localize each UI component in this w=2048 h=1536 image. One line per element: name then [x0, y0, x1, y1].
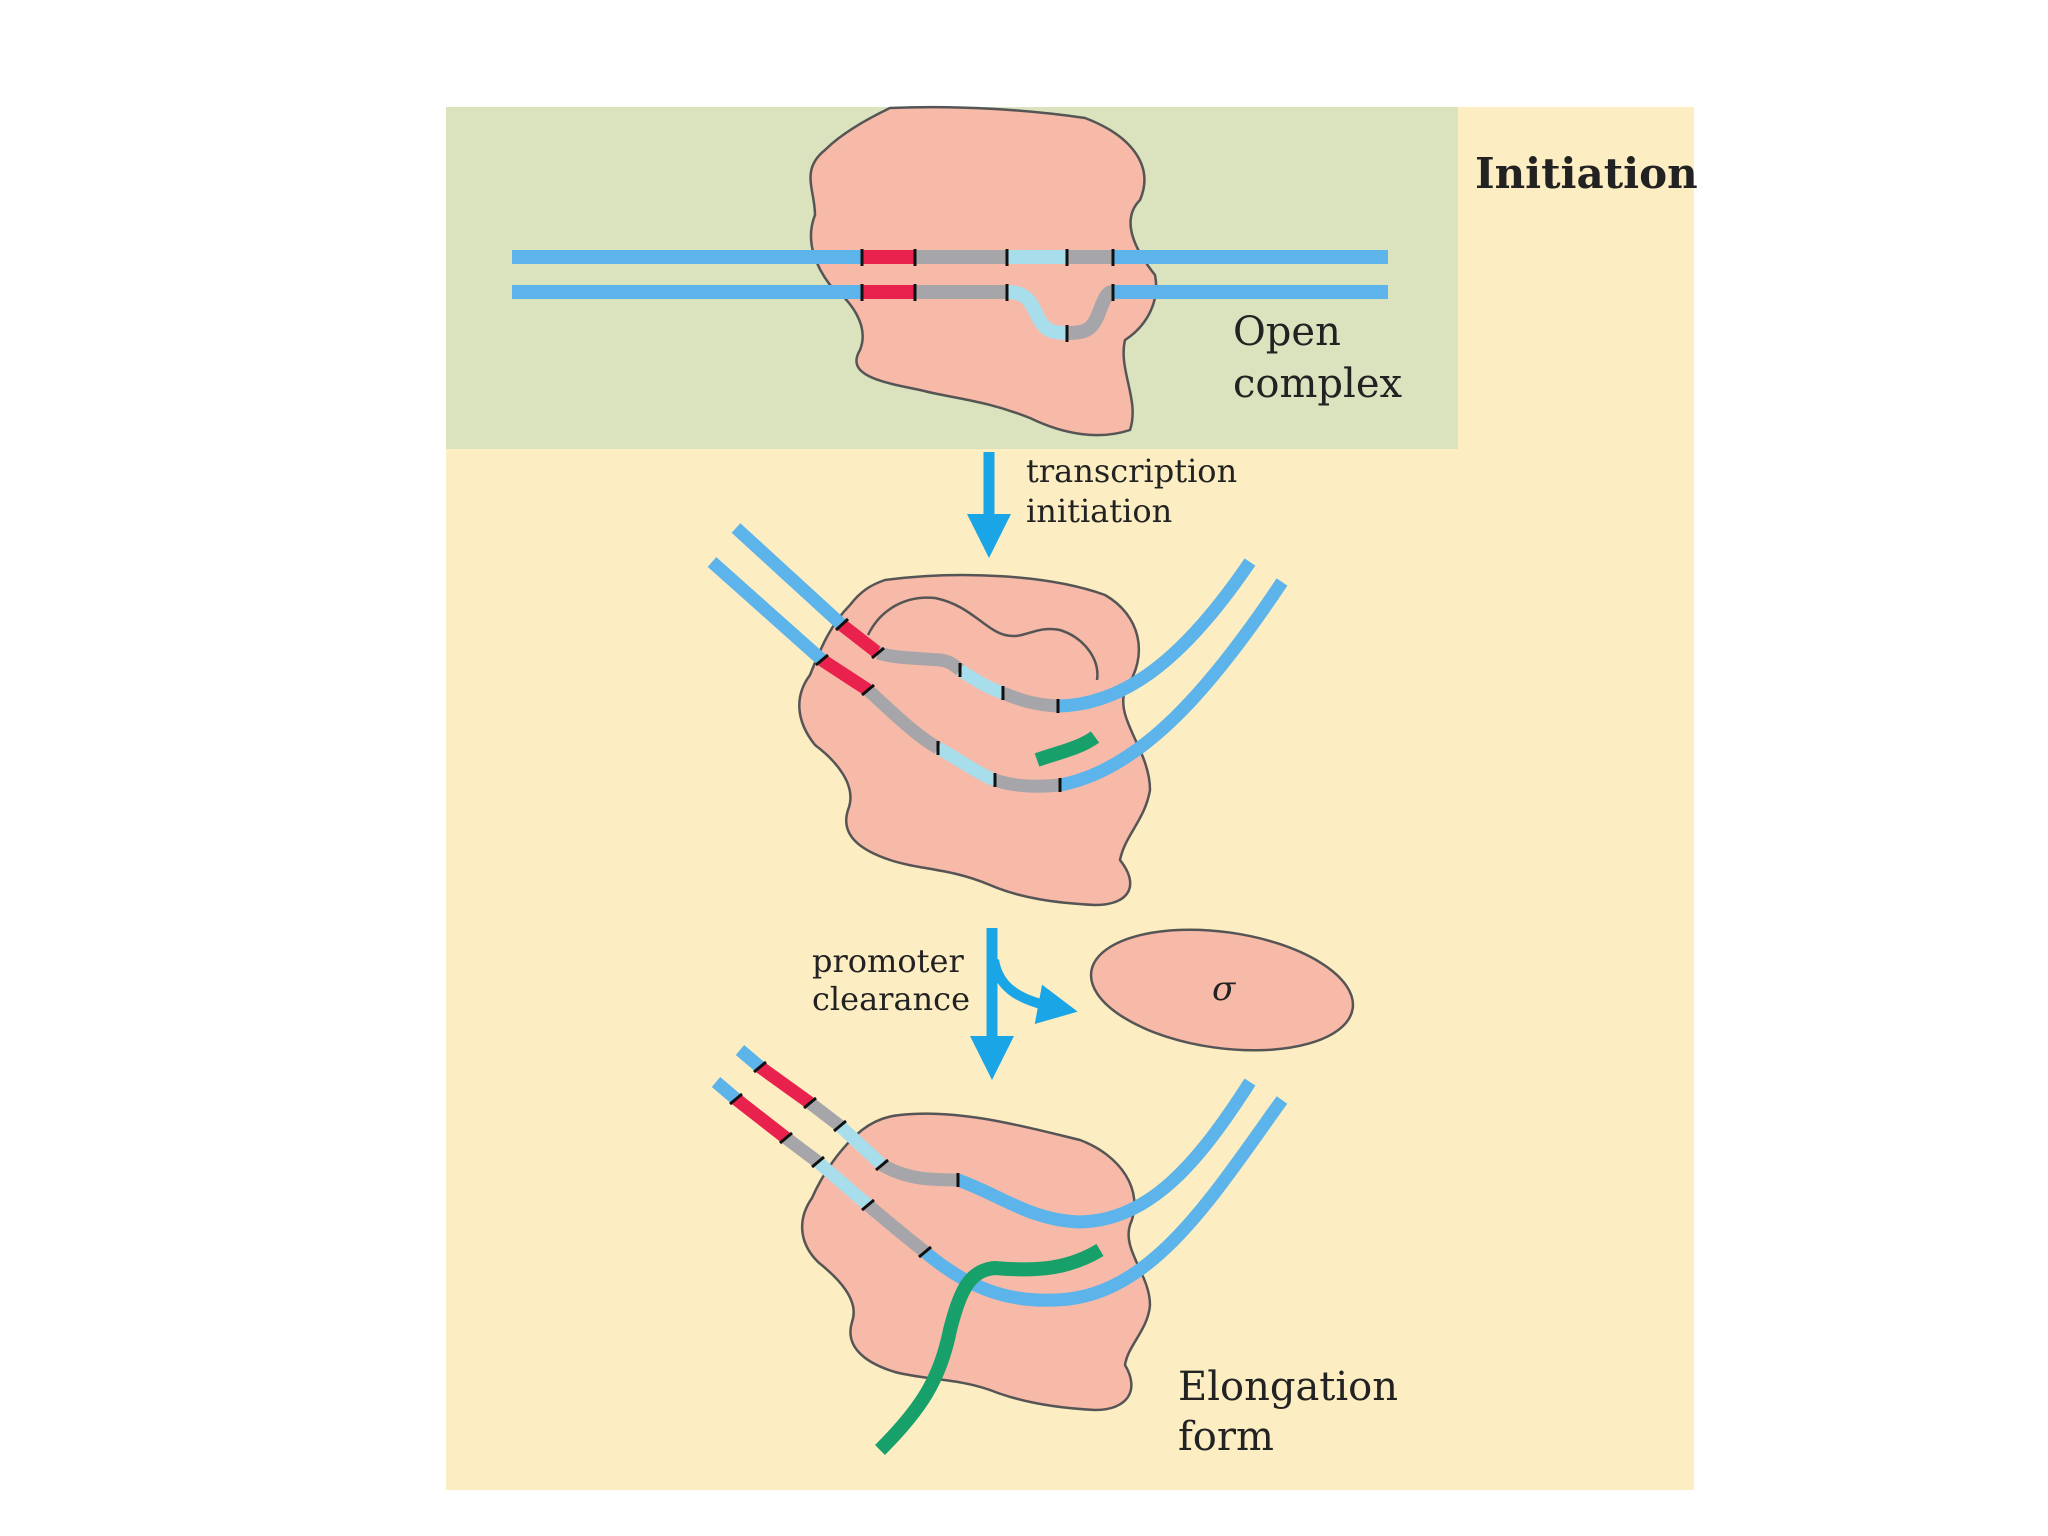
open-complex-stage: Open complex	[512, 105, 1402, 437]
polymerase-blob-elongation	[800, 1112, 1152, 1412]
polymerase-inner-contour	[866, 596, 1099, 681]
sigma-label: σ	[1212, 969, 1236, 1009]
segment-ticks-initiation	[815, 617, 1062, 792]
arrow-promoter-clearance	[970, 928, 1078, 1080]
dna-top-strand-initiation	[731, 523, 1256, 713]
polymerase-blob-open-complex	[809, 105, 1158, 437]
rna-transcript-elongation	[875, 1243, 1104, 1455]
segment-ticks-elongation	[729, 1060, 960, 1259]
segment-ticks-open	[860, 249, 1115, 342]
rna-transcript-initiation	[1034, 731, 1100, 767]
title-initiation: Initiation	[1475, 149, 1698, 198]
label-elongation-form-line1: Elongation	[1178, 1364, 1398, 1410]
dna-bottom-strand-initiation	[707, 557, 1288, 793]
dna-top-strand-elongation	[735, 1045, 1256, 1229]
dna-bottom-strand-open	[512, 285, 1388, 340]
label-promoter-clearance-line2: clearance	[812, 980, 970, 1018]
label-transcription-initiation-line2: initiation	[1026, 492, 1172, 530]
label-promoter-clearance-line1: promoter	[812, 942, 964, 980]
label-transcription-initiation-line1: transcription	[1026, 452, 1237, 490]
label-open-complex-line2: complex	[1233, 361, 1402, 407]
label-elongation-form-line2: form	[1178, 1414, 1274, 1460]
sigma-factor	[1089, 928, 1355, 1052]
initiation-complex-stage	[707, 523, 1288, 907]
elongation-stage	[711, 1045, 1288, 1455]
label-open-complex-line1: Open	[1233, 309, 1341, 355]
